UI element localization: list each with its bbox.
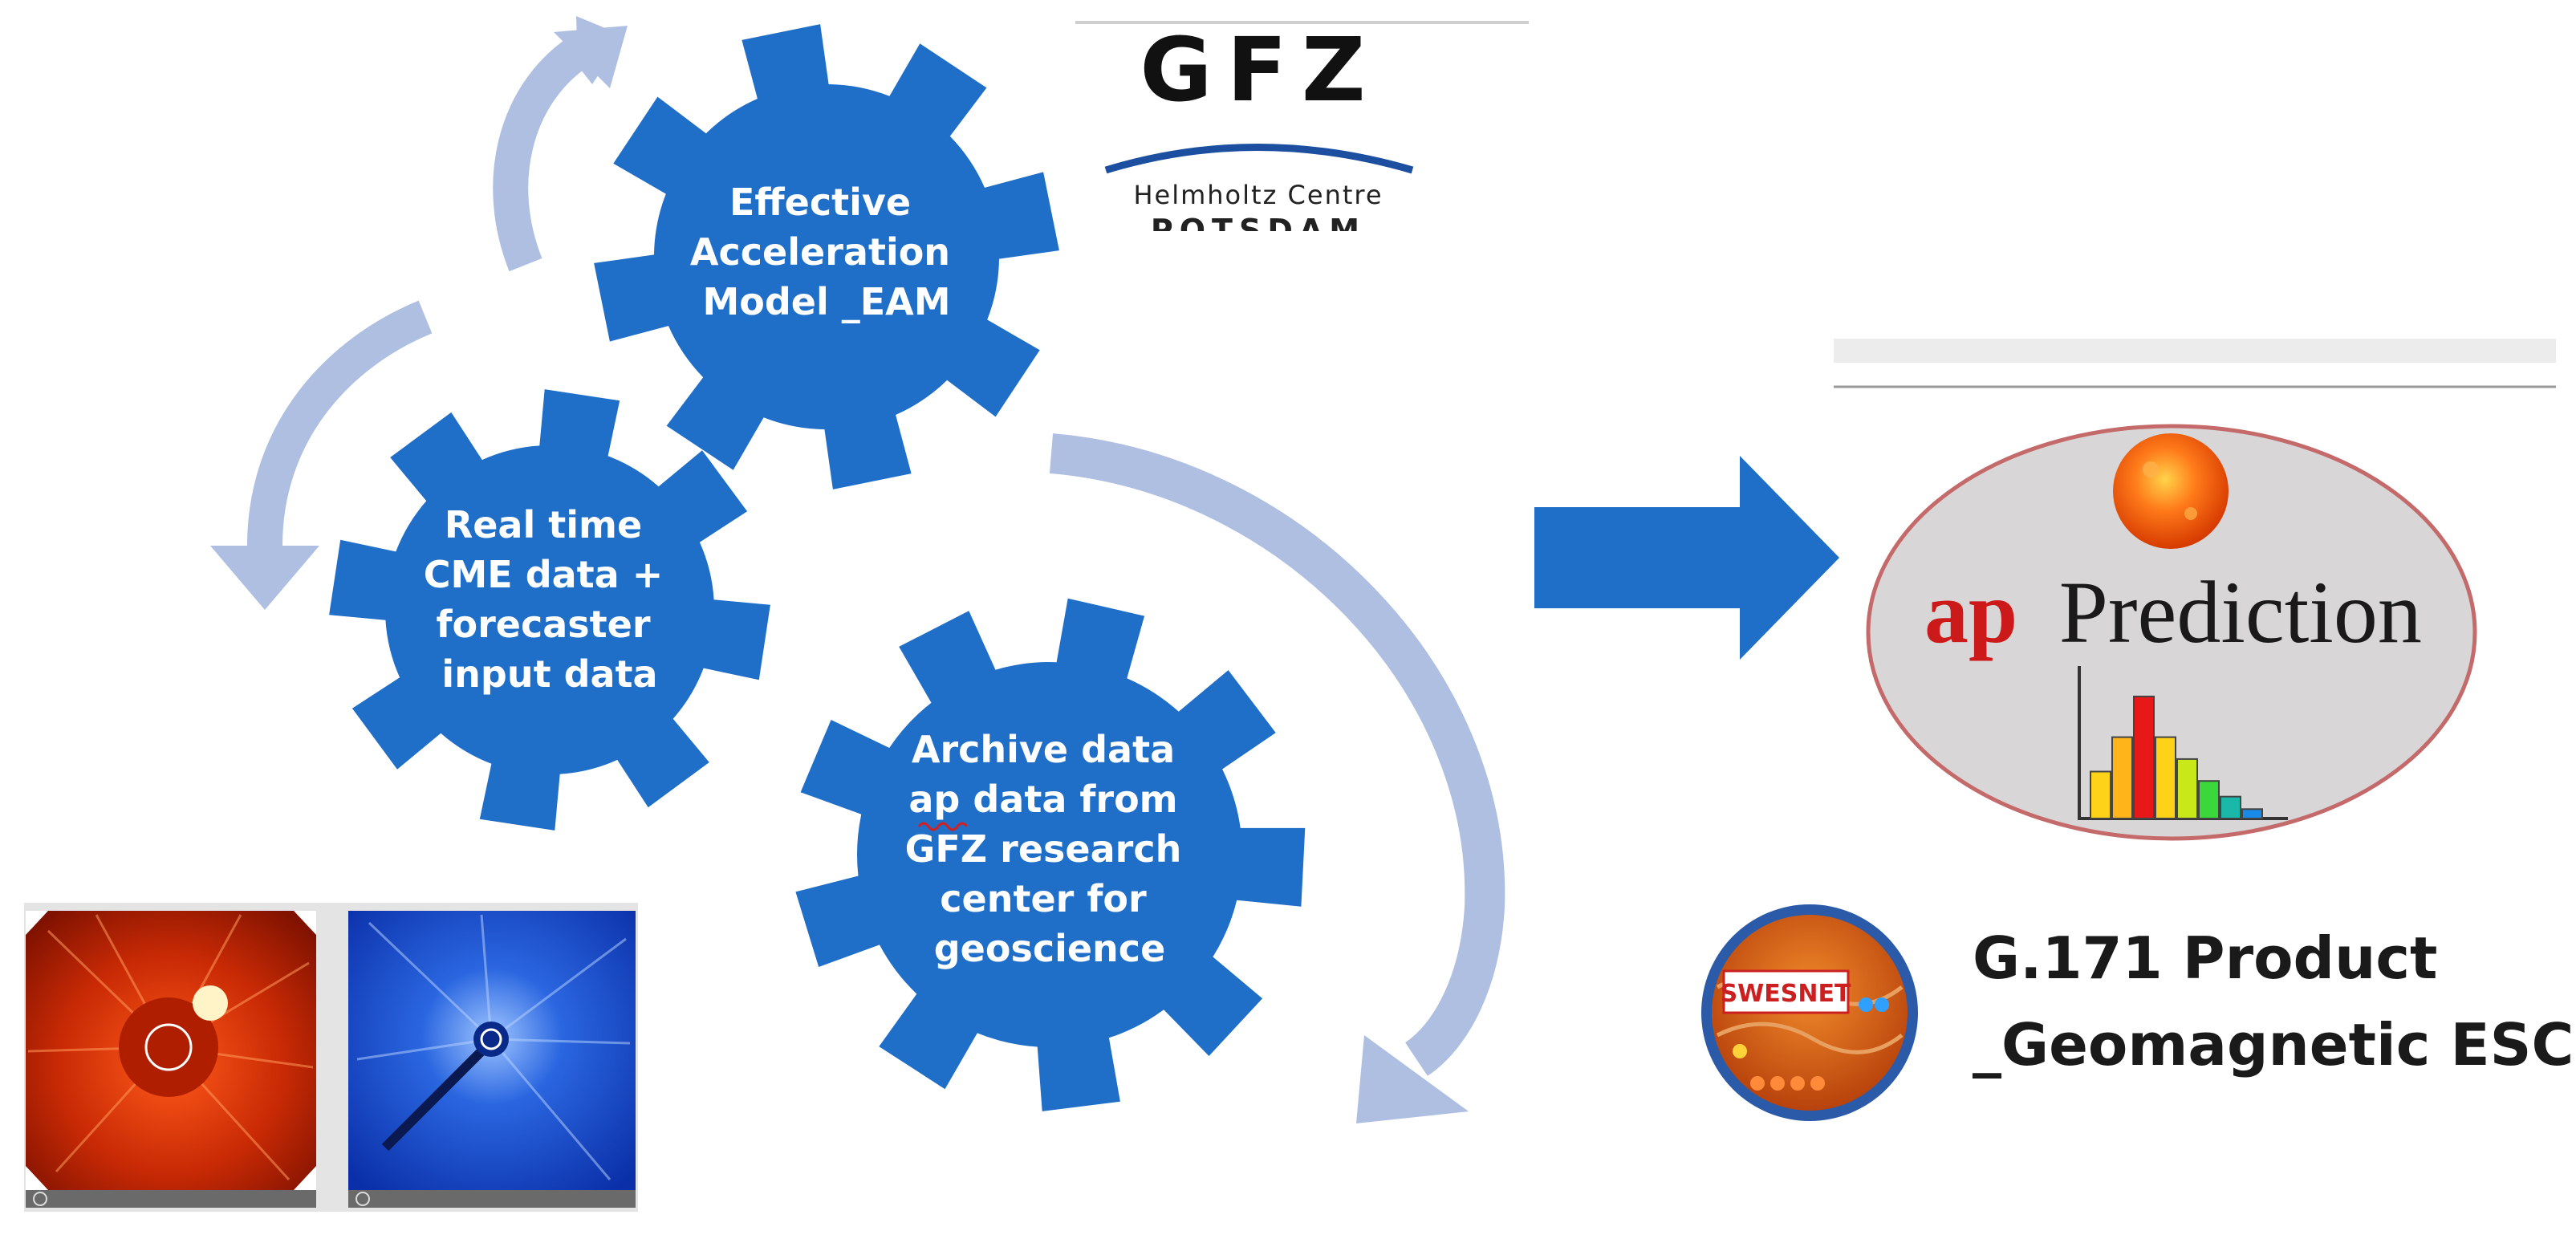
product-title-line-1: G.171 Product [1973,924,2438,992]
histogram-bar [2111,736,2133,819]
ap-prediction-panel: ap Prediction [1834,339,2556,841]
ap-histogram [2078,666,2288,820]
gear-eam [594,24,1059,490]
product-title-line-2: _Geomagnetic ESC [1973,1011,2574,1079]
cycle-arrow-top-head-fill [554,26,628,88]
gear-realtime [329,389,770,831]
gear-realtime-line-3: forecaster [436,603,650,646]
gear-archive-line-2: ap data from [908,778,1177,821]
gear-archive [795,598,1306,1111]
gfz-wordmark: GFZ [1140,18,1379,121]
main-arrow [1534,456,1839,660]
histogram-bar [2090,770,2111,819]
gear-archive-line-1: Archive data [912,728,1175,771]
gear-archive-line-3: GFZ research [905,827,1182,871]
histogram-bar [2241,808,2263,819]
gears-group [329,24,1306,1111]
cycle-arrow-left [247,300,433,546]
coronagraph-images [24,903,638,1212]
swesnet-badge: SWESNET [1701,904,1918,1121]
svg-text:ap Prediction: ap Prediction [1924,563,2422,661]
histogram-bar [2155,736,2176,819]
coronagraph-c2-image [26,911,316,1208]
gear-eam-line-2: Acceleration [690,230,950,274]
gear-archive-line-4: center for [940,877,1147,920]
product-title: G.171 Product _Geomagnetic ESC [1973,915,2574,1088]
gear-realtime-label: Real time CME data + forecaster input da… [424,503,677,696]
gear-realtime-line-2: CME data + [424,553,664,596]
gfz-city: POTSDAM [1151,213,1366,248]
gear-archive-label: Archive data ap data from GFZ research c… [905,728,1195,970]
histogram-bar [2133,695,2155,820]
gear-eam-line-3: Model _EAM [702,280,950,323]
gear-eam-label: Effective Acceleration Model _EAM [690,181,963,323]
prediction-label: Prediction [2059,563,2422,661]
gear-eam-line-1: Effective [729,181,911,224]
ap-label: ap [1924,563,2017,661]
histogram-bar [2220,795,2241,820]
coronagraph-c3-image [348,911,636,1208]
gear-realtime-line-1: Real time [445,503,642,546]
cycle-arrow-left-head [210,546,319,610]
spellcheck-squiggle [917,822,969,831]
gfz-subtitle: Helmholtz Centre [1133,180,1383,210]
gear-realtime-line-4: input data [441,652,657,696]
sun-icon [2113,433,2229,549]
gfz-logo: GFZ Helmholtz Centre POTSDAM [1075,18,1529,248]
histogram-bar [2176,758,2198,820]
cycle-arrow-right [1049,433,1505,1076]
cycle-arrow-right-head [1356,1035,1469,1123]
gear-archive-line-5: geoscience [934,927,1166,970]
swesnet-label: SWESNET [1721,980,1851,1008]
histogram-bar [2198,780,2220,820]
cycle-arrow-top [493,37,589,272]
